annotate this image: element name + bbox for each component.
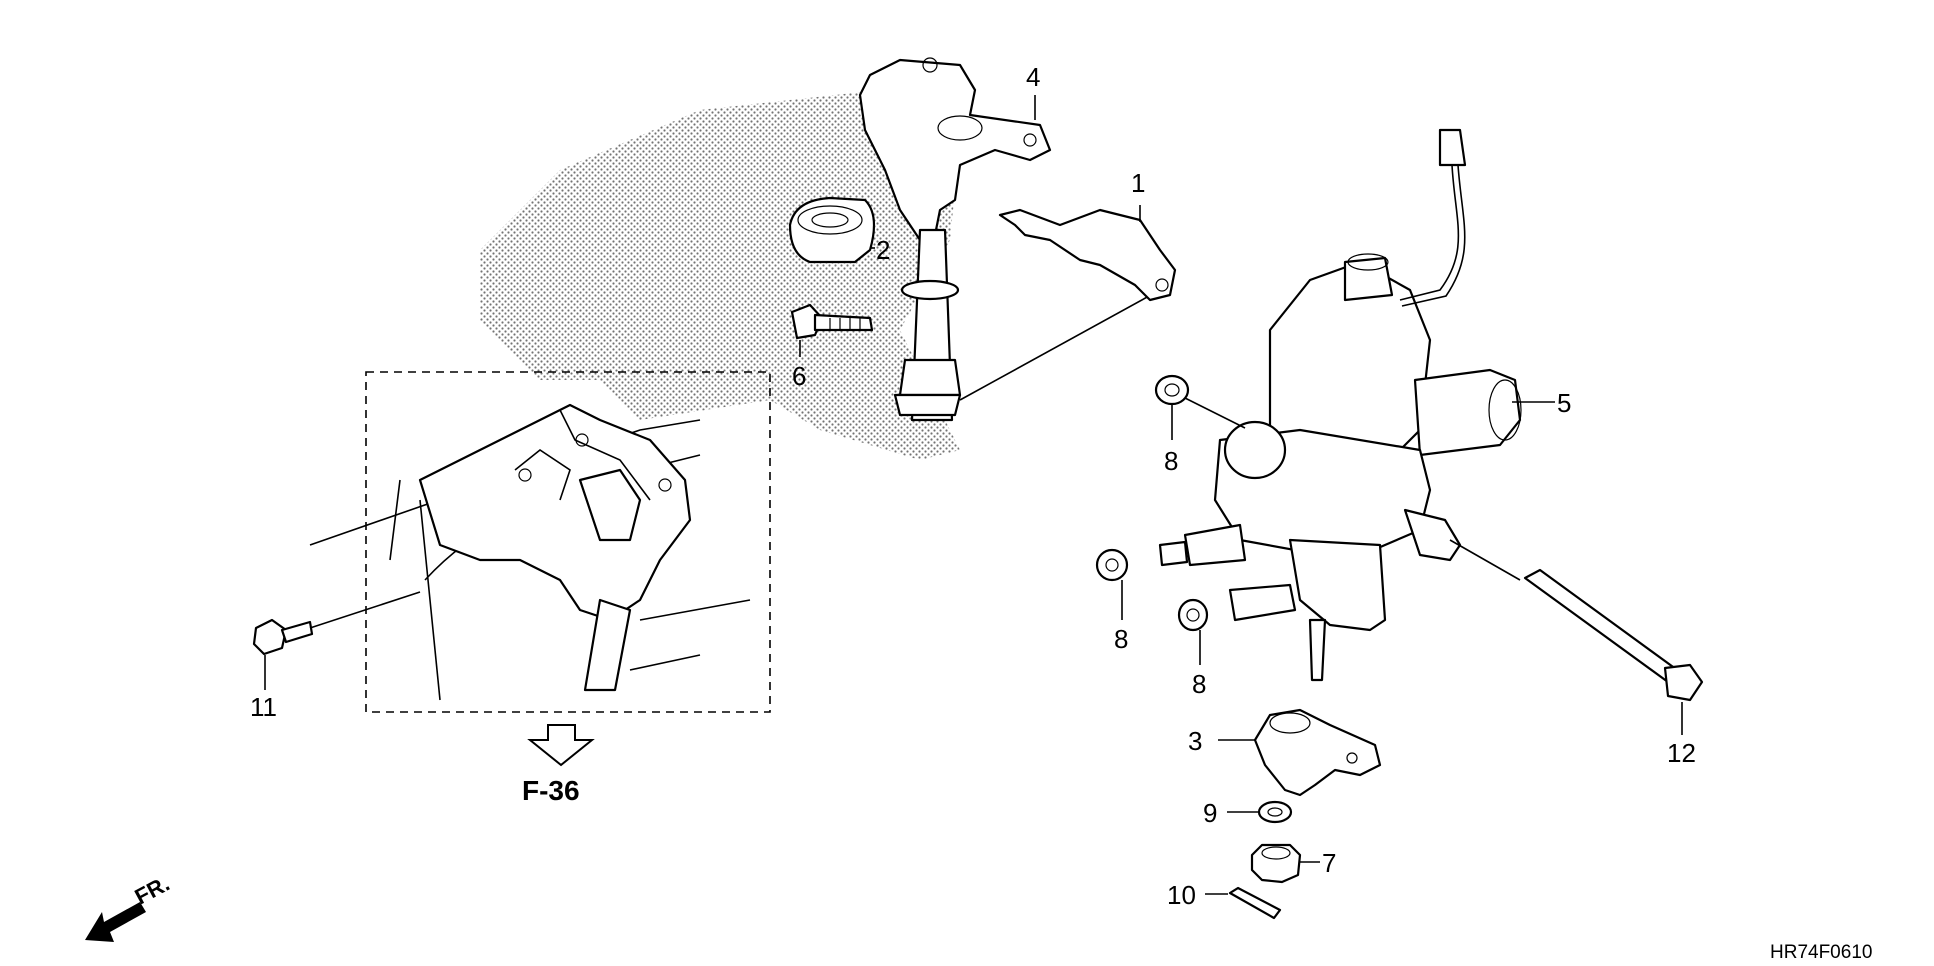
washer-9 (1257, 800, 1293, 824)
steering-shaft (858, 57, 1161, 422)
callout-2: 2 (876, 235, 890, 265)
bolt-6 (790, 303, 874, 340)
castle-nut-7 (1250, 843, 1302, 884)
diagram-code: HR74F0610 (1770, 942, 1872, 963)
callout-9: 9 (1203, 798, 1217, 828)
pitman-arm (1253, 708, 1382, 797)
frame-section (309, 371, 771, 713)
callout-4: 4 (1026, 62, 1040, 92)
callout-1: 1 (1131, 168, 1145, 198)
leader-lines (264, 95, 1683, 895)
callout-3: 3 (1188, 726, 1202, 756)
bolt-11 (252, 591, 421, 656)
reference-label: F-36 (522, 775, 580, 806)
callout-6: 6 (792, 361, 806, 391)
cotter-pin-10 (1228, 886, 1282, 920)
nut-8-top (1154, 374, 1246, 429)
front-direction-arrow-icon (85, 902, 146, 942)
bushing (788, 196, 876, 264)
callout-10: 10 (1167, 880, 1196, 910)
callout-7: 7 (1322, 848, 1336, 878)
callout-8-middle: 8 (1114, 624, 1128, 654)
front-direction-label: FR. (131, 871, 174, 910)
eps-unit (1158, 128, 1522, 682)
callout-12: 12 (1667, 738, 1696, 768)
nut-8-bottom (1177, 598, 1209, 632)
callout-11: 11 (250, 692, 277, 722)
callout-8-top: 8 (1164, 446, 1178, 476)
callout-8-bottom: 8 (1192, 669, 1206, 699)
callout-labels: 1 2 3 4 5 6 7 8 8 8 9 10 11 12 (250, 62, 1696, 910)
clamp (998, 208, 1177, 302)
reference-arrow-icon (527, 724, 595, 767)
callout-5: 5 (1557, 388, 1571, 418)
bolt-12 (1449, 539, 1704, 702)
nut-8-middle (1095, 548, 1129, 582)
shadow-stipple (480, 90, 960, 460)
